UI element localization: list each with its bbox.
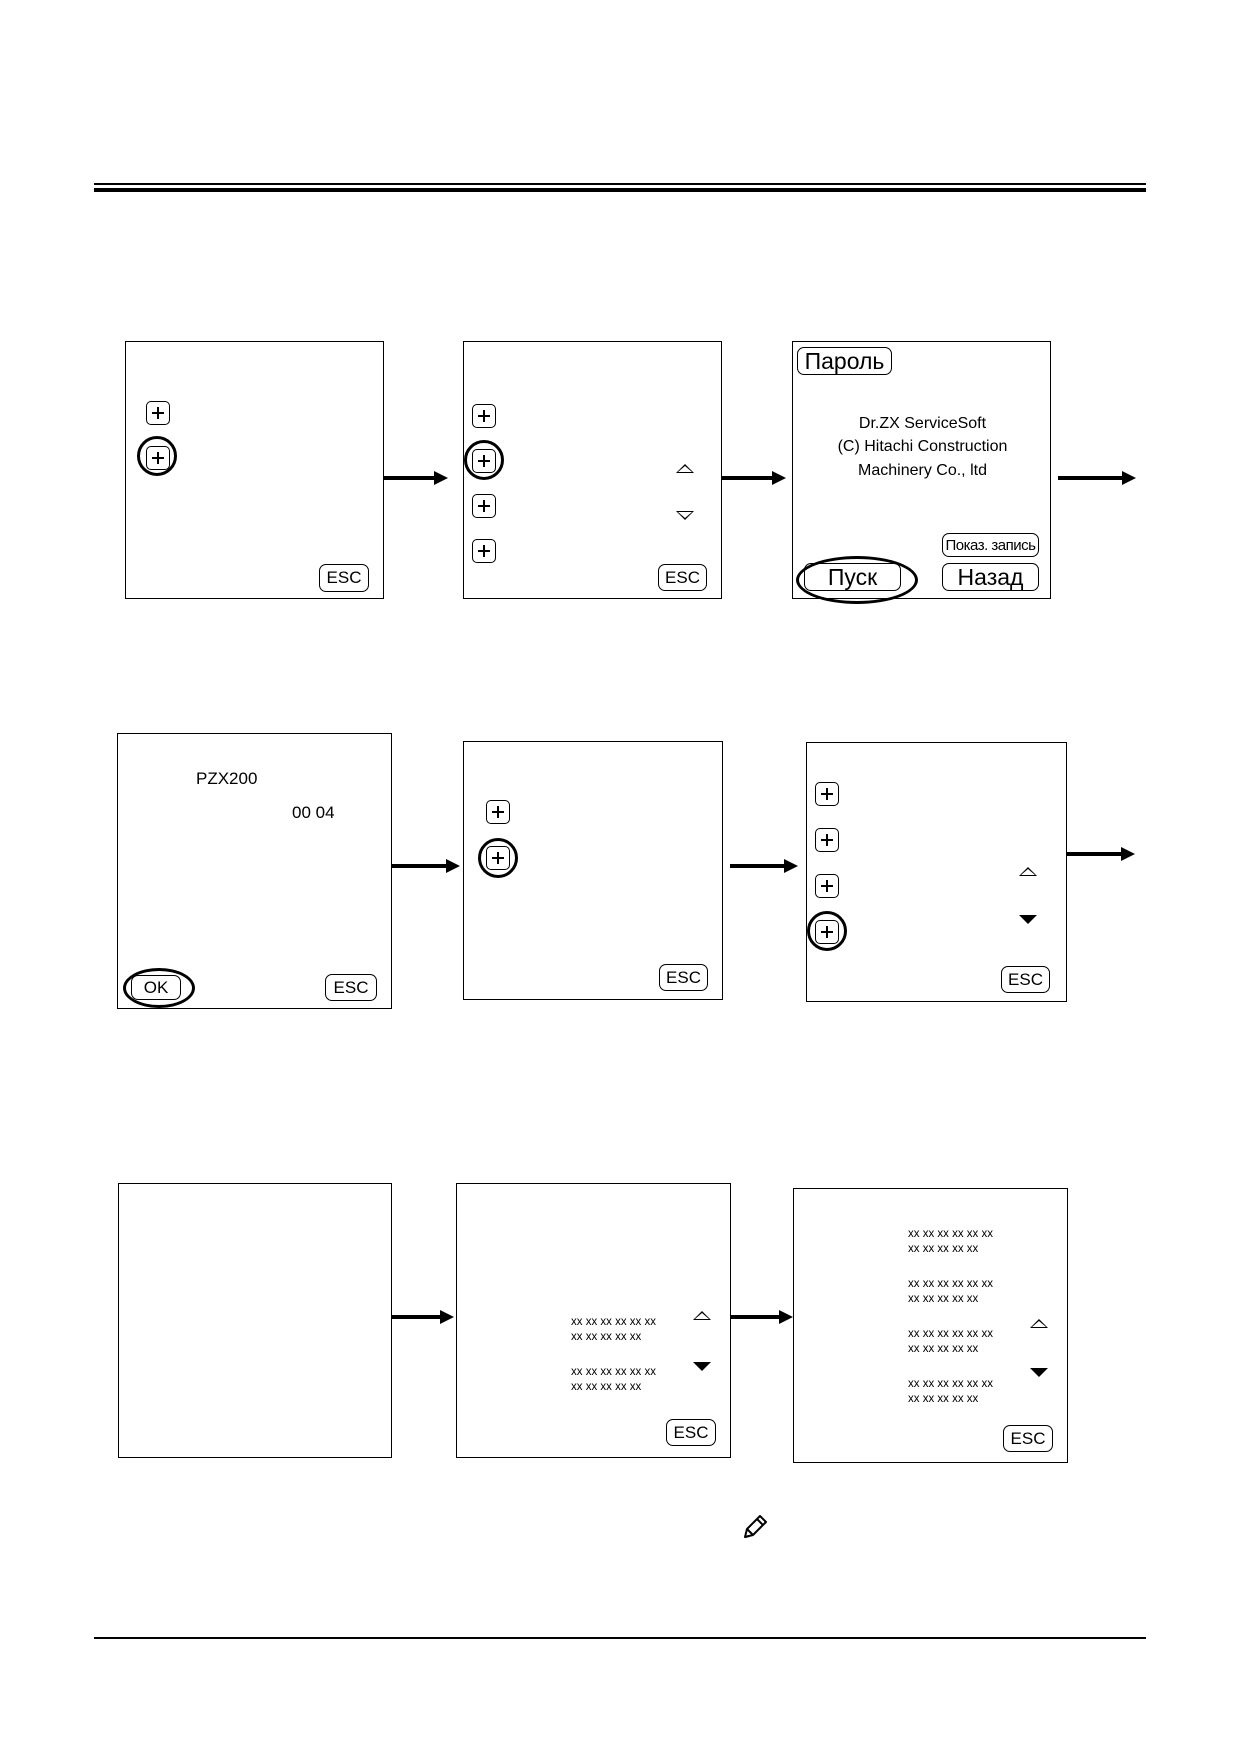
esc-button[interactable]: ESC xyxy=(659,964,708,991)
list-item-line: xx xx xx xx xx xx xyxy=(908,1228,993,1240)
up-triangle-icon[interactable] xyxy=(1019,867,1037,876)
model-name: PZX200 xyxy=(196,769,258,788)
plus-box-icon[interactable] xyxy=(815,782,839,806)
highlight-circle xyxy=(478,838,518,878)
esc-button[interactable]: ESC xyxy=(1003,1425,1053,1452)
list-item-line: xx xx xx xx xx xyxy=(908,1393,979,1405)
esc-button[interactable]: ESC xyxy=(666,1419,716,1446)
footer-rule xyxy=(94,1637,1146,1639)
highlight-circle xyxy=(464,440,504,480)
down-triangle-filled-icon[interactable] xyxy=(1019,915,1037,924)
header-rule-thick xyxy=(94,188,1146,192)
down-triangle-filled-icon[interactable] xyxy=(1030,1368,1048,1377)
esc-button[interactable]: ESC xyxy=(658,564,707,591)
up-triangle-icon[interactable] xyxy=(693,1311,711,1320)
model-number: 00 04 xyxy=(292,803,335,822)
list-item-line: xx xx xx xx xx xyxy=(908,1243,979,1255)
plus-box-icon[interactable] xyxy=(815,828,839,852)
list-item-line: xx xx xx xx xx xx xyxy=(908,1378,993,1390)
plus-box-icon[interactable] xyxy=(472,404,496,428)
esc-button[interactable]: ESC xyxy=(325,974,377,1001)
highlight-circle xyxy=(796,556,918,604)
list-item-line: xx xx xx xx xx xx xyxy=(571,1366,656,1378)
highlight-circle xyxy=(123,968,195,1008)
header-rule-thin xyxy=(94,183,1146,185)
plus-box-icon[interactable] xyxy=(815,874,839,898)
plus-box-icon[interactable] xyxy=(146,401,170,425)
down-triangle-outline-icon[interactable] xyxy=(676,511,694,520)
up-triangle-icon[interactable] xyxy=(676,464,694,473)
back-button[interactable]: Назад xyxy=(942,563,1039,591)
plus-box-icon[interactable] xyxy=(472,494,496,518)
screen-panel-g xyxy=(118,1183,392,1458)
down-triangle-filled-icon[interactable] xyxy=(693,1362,711,1371)
pencil-note-icon xyxy=(744,1515,767,1538)
list-item-line: xx xx xx xx xx xyxy=(571,1381,642,1393)
screen-panel-f: ESC xyxy=(806,742,1067,1002)
list-item-line: xx xx xx xx xx xx xyxy=(908,1278,993,1290)
list-item-line: xx xx xx xx xx xyxy=(908,1293,979,1305)
esc-button[interactable]: ESC xyxy=(1001,966,1050,993)
screen-panel-h: xx xx xx xx xx xx xx xx xx xx xx xx xx x… xyxy=(456,1183,731,1458)
screen-panel-b: ESC xyxy=(463,341,722,599)
plus-box-icon[interactable] xyxy=(486,800,510,824)
company-line: Machinery Co., ltd xyxy=(858,462,987,479)
highlight-circle xyxy=(137,436,177,476)
screen-panel-i: xx xx xx xx xx xx xx xx xx xx xx xx xx x… xyxy=(793,1188,1068,1463)
esc-button[interactable]: ESC xyxy=(319,564,369,592)
list-item-line: xx xx xx xx xx xyxy=(908,1343,979,1355)
plus-box-icon[interactable] xyxy=(472,539,496,563)
password-button[interactable]: Пароль xyxy=(797,347,892,375)
screen-panel-e: ESC xyxy=(463,741,723,1000)
highlight-circle xyxy=(807,911,847,951)
list-item-line: xx xx xx xx xx xyxy=(571,1331,642,1343)
screen-panel-d: PZX200 00 04 OK ESC xyxy=(117,733,392,1009)
up-triangle-icon[interactable] xyxy=(1030,1319,1048,1328)
list-item-line: xx xx xx xx xx xx xyxy=(571,1316,656,1328)
app-name: Dr.ZX ServiceSoft xyxy=(858,415,987,432)
show-record-button[interactable]: Показ. запись xyxy=(942,533,1039,557)
list-item-line: xx xx xx xx xx xx xyxy=(908,1328,993,1340)
screen-panel-a: ESC xyxy=(125,341,384,599)
screen-panel-c: Пароль Dr.ZX ServiceSoft (C) Hitachi Con… xyxy=(792,341,1051,604)
copyright-line: (C) Hitachi Construction xyxy=(837,438,1008,455)
